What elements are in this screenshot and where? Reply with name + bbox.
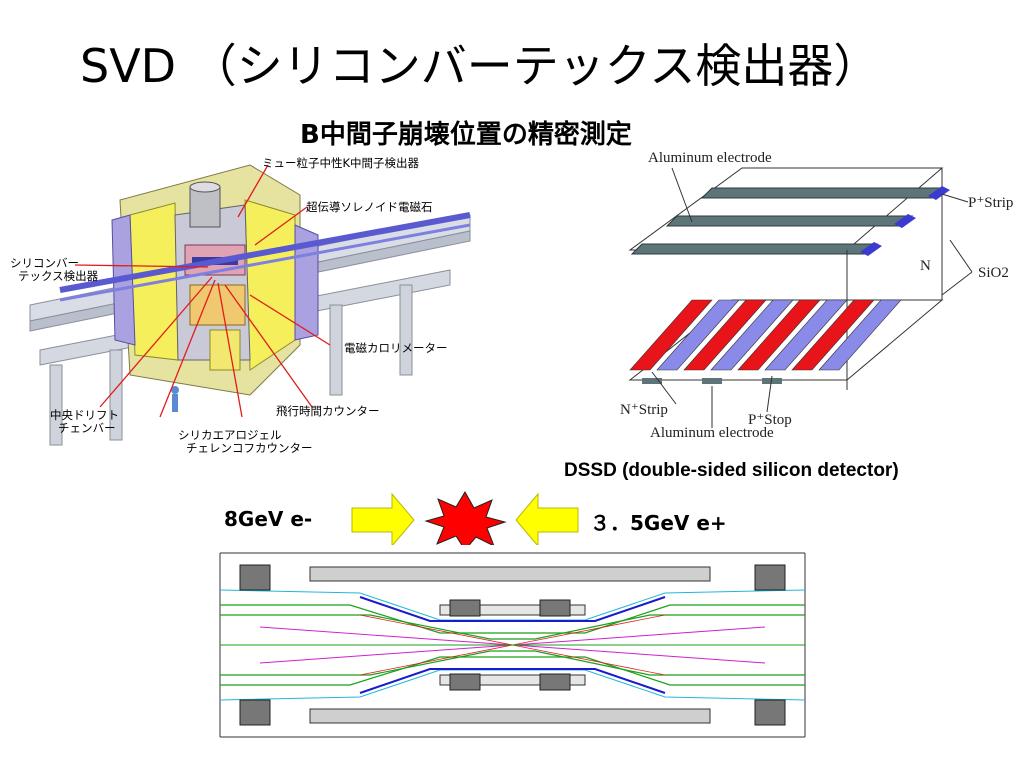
dssd-label-sio2: SiO2	[978, 265, 1009, 281]
label-cdc-line2: チェンバー	[58, 421, 116, 435]
dssd-label-al-top: Aluminum electrode	[648, 150, 772, 166]
label-svd-line1: シリコンバー	[10, 256, 79, 270]
dssd-label-al-bottom: Aluminum electrode	[650, 425, 774, 441]
label-cdc-line1: 中央ドリフト	[50, 408, 119, 422]
beam-label-left: 8GeV e-	[224, 507, 313, 531]
label-ecl: 電磁カロリメーター	[344, 341, 448, 355]
label-tof: 飛行時間カウンター	[276, 404, 380, 418]
dssd-label-p-stop: P⁺Stop	[748, 412, 792, 428]
dssd-diagram	[628, 167, 973, 428]
collision-burst-icon	[424, 491, 507, 550]
collision-graphic	[351, 491, 579, 550]
label-klm: ミュー粒子中性K中間子検出器	[262, 156, 420, 170]
page-subtitle: B中間子崩壊位置の精密測定	[300, 120, 632, 150]
beamline-cross-section	[200, 545, 825, 745]
arrow-right-icon	[351, 492, 415, 548]
dssd-label-n-strip: N⁺Strip	[620, 402, 668, 418]
label-acc-line1: シリカエアロジェル	[178, 428, 282, 442]
dssd-label-p-strip: P⁺Strip	[968, 195, 1014, 211]
dssd-label-n: N	[920, 258, 931, 274]
label-acc-line2: チェレンコフカウンター	[186, 441, 313, 455]
page-title: SVD （シリコンバーテックス検出器）	[80, 39, 880, 93]
dssd-caption: DSSD (double-sided silicon detector)	[564, 460, 899, 481]
beam-label-right: ３．5GeV e+	[590, 511, 727, 535]
label-magnet: 超伝導ソレノイド電磁石	[306, 200, 433, 214]
belle-detector-illustration	[29, 164, 471, 446]
label-svd-line2: テックス検出器	[18, 269, 99, 283]
arrow-left-icon	[515, 492, 579, 548]
